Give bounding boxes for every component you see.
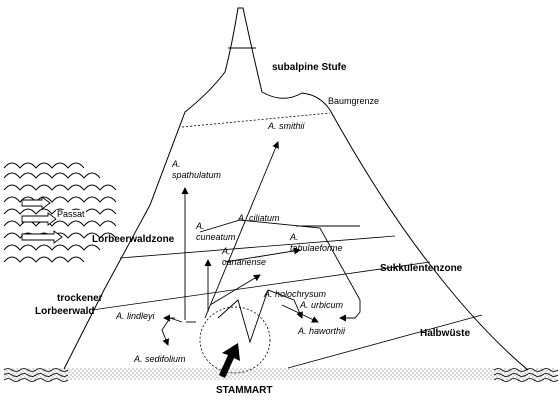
species-smithii: A. smithii (268, 121, 305, 131)
species-holochrysum: A. holochrysum (264, 289, 327, 299)
species-cuneatum-line1: A. (196, 221, 205, 231)
trade-wind-clouds (3, 162, 117, 263)
sea-waves (3, 368, 559, 382)
species-cuneatum-line2: cuneatum (196, 232, 236, 242)
trade-wind-arrows (21, 196, 63, 244)
boundary-laurel-upper (119, 235, 396, 259)
zone-dry-laurel-label-line2: Lorbeerwald (35, 306, 95, 317)
stammart-label: STAMMART (216, 385, 273, 396)
species-tabulaeforme-line1: A. (290, 232, 299, 242)
zone-succulent-label: Sukkulentenzone (380, 263, 463, 274)
zone-dry-laurel-label-line1: trockener (57, 293, 103, 304)
species-spathulatum-line1: A. (172, 159, 181, 169)
species-canariense-line1: A. (222, 246, 231, 256)
species-ciliatum: A. ciliatum (238, 213, 280, 223)
species-canariense-line2: canariense (222, 257, 267, 267)
species-lindleyi: A. lindleyi (116, 311, 155, 321)
species-sedifolium: A. sedifolium (134, 354, 186, 364)
ground-sand (4, 368, 556, 380)
boundary-laurel-lower (91, 261, 431, 311)
species-spathulatum-line2: spathulatum (172, 170, 222, 180)
species-urbicum: A. urbicum (300, 300, 344, 310)
zone-semi-desert-label: Halbwüste (420, 328, 471, 339)
treeline-line (181, 112, 331, 128)
treeline-label: Baumgrenze (328, 96, 380, 106)
origin-circle (199, 306, 271, 374)
stammart-arrow (219, 343, 240, 378)
species-haworthii: A. haworthii (298, 326, 346, 336)
species-tabulaeforme-line2: tabulaeforme (290, 243, 343, 253)
zone-laurel-label: Lorbeerwaldzone (92, 234, 175, 245)
lineage-lines (161, 141, 361, 346)
wind-label: Passat (56, 209, 86, 219)
zone-subalpine-label: subalpine Stufe (272, 62, 347, 73)
boundary-semi-desert (287, 314, 483, 369)
